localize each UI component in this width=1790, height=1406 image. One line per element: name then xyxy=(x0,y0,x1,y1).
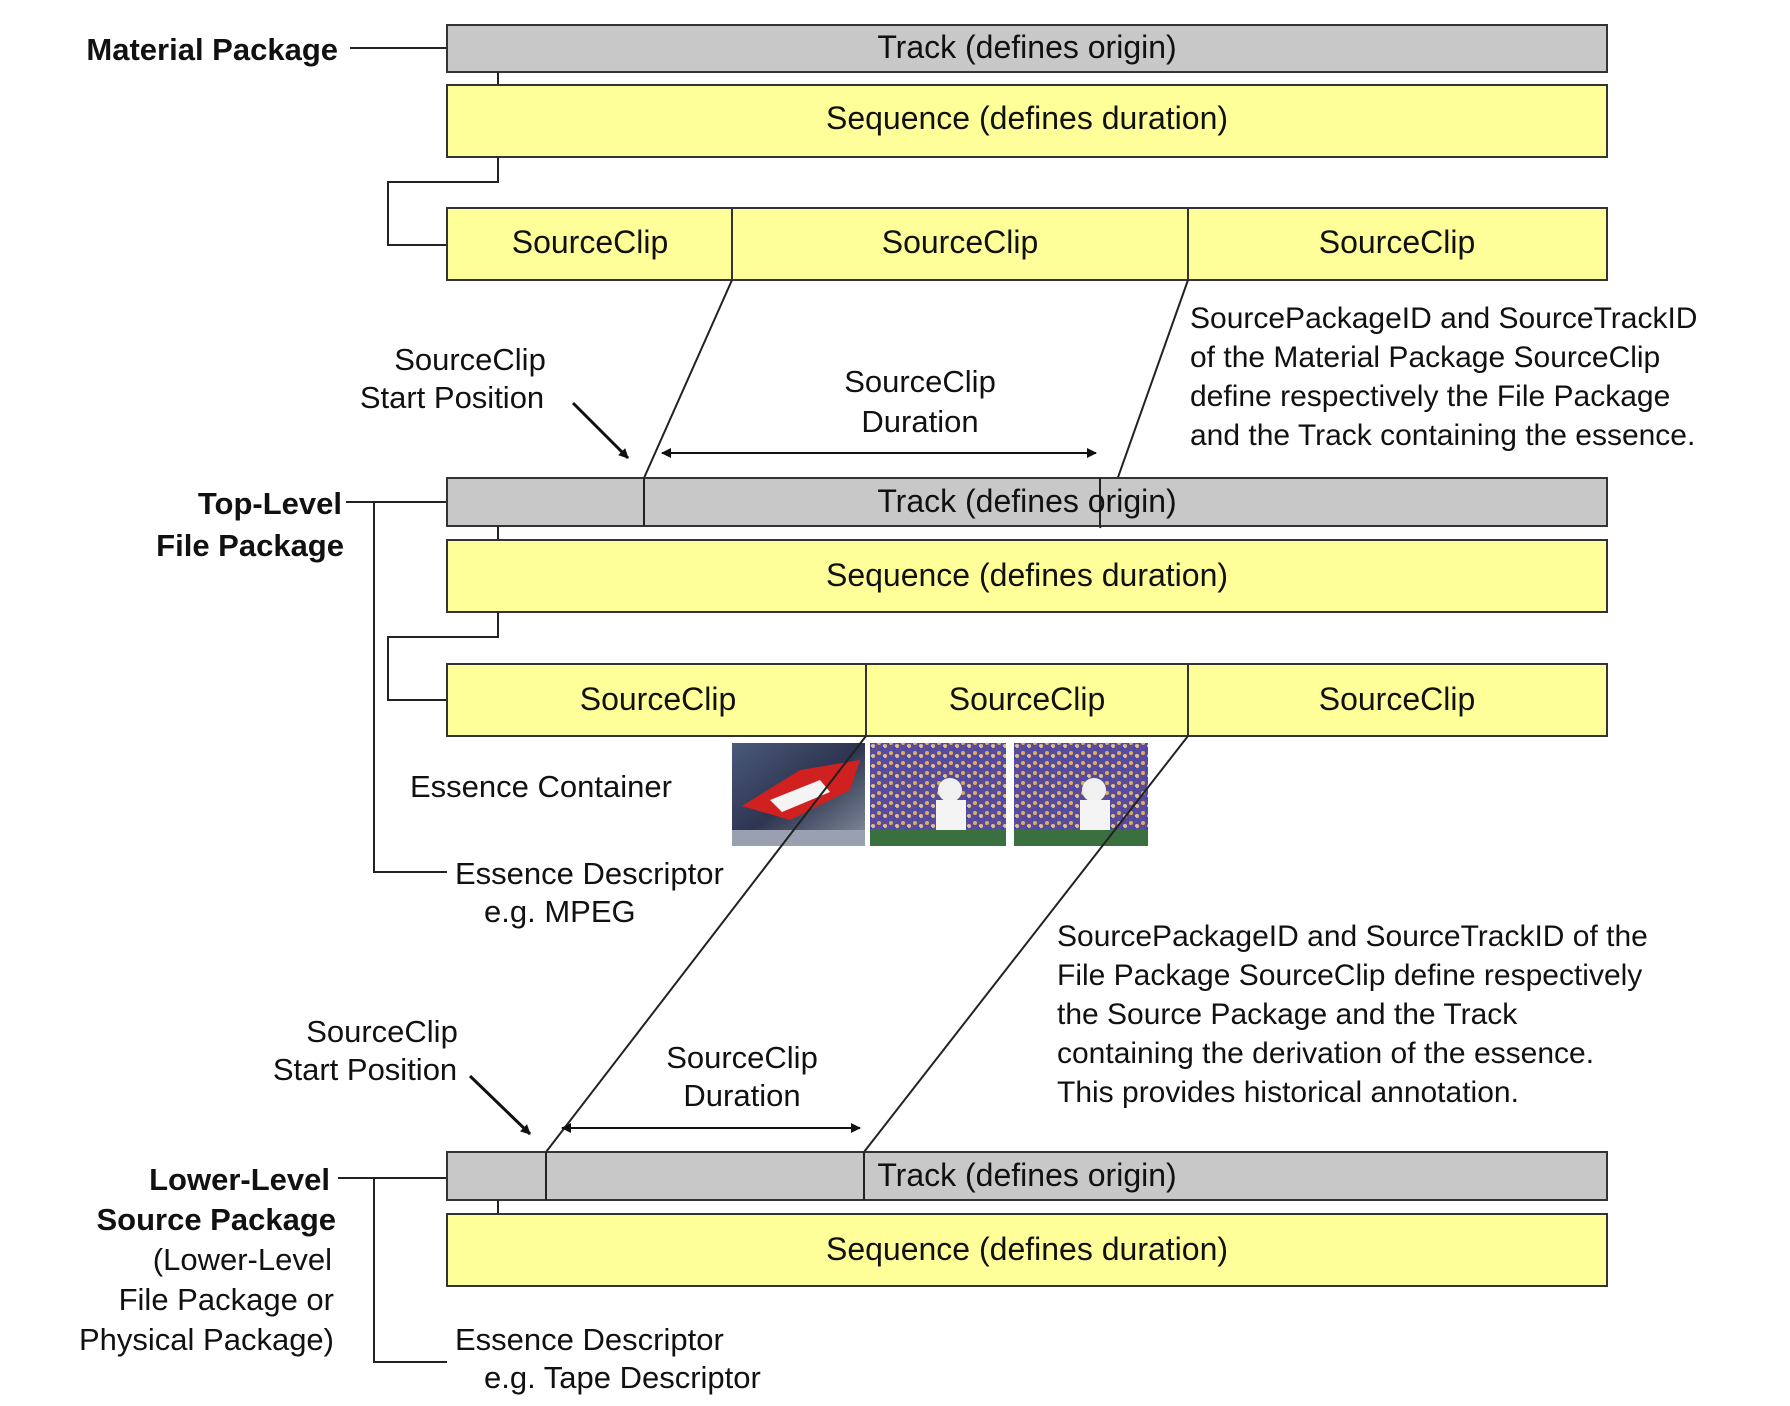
material-package-label: Material Package xyxy=(86,32,338,67)
source-package-sublabel-line1: (Lower-Level xyxy=(153,1242,332,1277)
projection-line-end-2 xyxy=(863,735,1189,1153)
note-2-line5: This provides historical annotation. xyxy=(1057,1076,1519,1109)
material-track-label: Track (defines origin) xyxy=(877,29,1176,65)
start-position-annotation-2: SourceClip Start Position xyxy=(273,1014,532,1136)
material-track-box xyxy=(446,24,1608,73)
duration-annotation-1: SourceClip Duration xyxy=(661,364,1097,458)
source-package-sublabel-line2: File Package or xyxy=(119,1282,334,1317)
start-position-annotation-1: SourceClip Start Position xyxy=(360,342,630,460)
file-package-label-line1: Top-Level xyxy=(198,486,342,521)
projection-line-start-1 xyxy=(643,279,733,479)
note-1-line3: define respectively the File Package xyxy=(1190,380,1670,413)
source-package-sublabel-line3: Physical Package) xyxy=(79,1322,334,1357)
note-2-line4: containing the derivation of the essence… xyxy=(1057,1037,1594,1070)
material-sequence-connector xyxy=(387,157,499,246)
note-1-line1: SourcePackageID and SourceTrackID xyxy=(1190,302,1697,335)
material-sequence-box xyxy=(446,84,1608,158)
file-sequence-box xyxy=(446,539,1608,613)
duration-2-line2: Duration xyxy=(683,1078,800,1113)
file-package-label-line2: File Package xyxy=(156,528,344,563)
file-sequence-label: Sequence (defines duration) xyxy=(826,557,1228,593)
essence-container-label: Essence Container xyxy=(410,769,672,804)
file-essence-descriptor-line1: Essence Descriptor xyxy=(455,856,724,891)
file-clip-3-label: SourceClip xyxy=(1319,681,1476,717)
material-clip-3-label: SourceClip xyxy=(1319,224,1476,260)
source-essence-descriptor-line2: e.g. Tape Descriptor xyxy=(484,1360,761,1395)
duration-1-line2: Duration xyxy=(861,404,978,439)
source-sequence-box xyxy=(446,1213,1608,1287)
note-2-line1: SourcePackageID and SourceTrackID of the xyxy=(1057,920,1648,953)
note-material-sourceclip: SourcePackageID and SourceTrackID of the… xyxy=(1190,302,1697,452)
note-2-line2: File Package SourceClip define respectiv… xyxy=(1057,959,1642,992)
source-sequence-label: Sequence (defines duration) xyxy=(826,1231,1228,1267)
essence-frame-race-car xyxy=(732,743,865,846)
material-package: Material Package Track (defines origin) … xyxy=(86,24,1608,281)
source-track-box xyxy=(446,1151,1608,1201)
source-essence-descriptor-line1: Essence Descriptor xyxy=(455,1322,724,1357)
file-package: Top-Level File Package Track (defines or… xyxy=(156,477,1608,929)
material-clip-2 xyxy=(731,207,1189,281)
note-file-sourceclip: SourcePackageID and SourceTrackID of the… xyxy=(1057,920,1648,1109)
source-package-label-line2: Source Package xyxy=(96,1202,336,1237)
note-1-line2: of the Material Package SourceClip xyxy=(1190,341,1660,374)
file-clip-2 xyxy=(865,663,1189,737)
file-clip-2-label: SourceClip xyxy=(949,681,1106,717)
file-clip-1-label: SourceClip xyxy=(580,681,737,717)
file-essence-descriptor-line2: e.g. MPEG xyxy=(484,894,636,929)
projection-line-start-2 xyxy=(545,735,867,1153)
material-sequence-label: Sequence (defines duration) xyxy=(826,100,1228,136)
duration-2-line1: SourceClip xyxy=(666,1040,818,1075)
file-track-box xyxy=(446,477,1608,527)
material-clip-1-label: SourceClip xyxy=(512,224,669,260)
start-position-2-line2: Start Position xyxy=(273,1052,457,1087)
note-1-line4: and the Track containing the essence. xyxy=(1190,419,1695,452)
essence-frame-baseball-2 xyxy=(1014,743,1148,846)
file-track-label: Track (defines origin) xyxy=(877,483,1176,519)
start-position-1-line2: Start Position xyxy=(360,380,544,415)
start-position-1-arrow xyxy=(571,401,630,460)
duration-1-line1: SourceClip xyxy=(844,364,996,399)
material-clip-1 xyxy=(446,207,733,281)
file-package-descriptor-connector xyxy=(373,502,447,873)
material-clip-3 xyxy=(1187,207,1608,281)
start-position-2-arrow xyxy=(468,1074,532,1136)
duration-annotation-2: SourceClip Duration xyxy=(561,1040,861,1133)
essence-frame-baseball-1 xyxy=(870,743,1006,846)
source-package-label-line1: Lower-Level xyxy=(149,1162,330,1197)
source-package-descriptor-connector xyxy=(373,1178,447,1363)
file-clip-1 xyxy=(446,663,867,737)
material-clip-2-label: SourceClip xyxy=(882,224,1039,260)
note-2-line3: the Source Package and the Track xyxy=(1057,998,1518,1031)
start-position-2-line1: SourceClip xyxy=(306,1014,458,1049)
file-sequence-connector xyxy=(387,612,499,701)
start-position-1-line1: SourceClip xyxy=(394,342,546,377)
file-clip-3 xyxy=(1187,663,1608,737)
source-package: Lower-Level Source Package (Lower-Level … xyxy=(79,1151,1608,1395)
source-track-label: Track (defines origin) xyxy=(877,1157,1176,1193)
